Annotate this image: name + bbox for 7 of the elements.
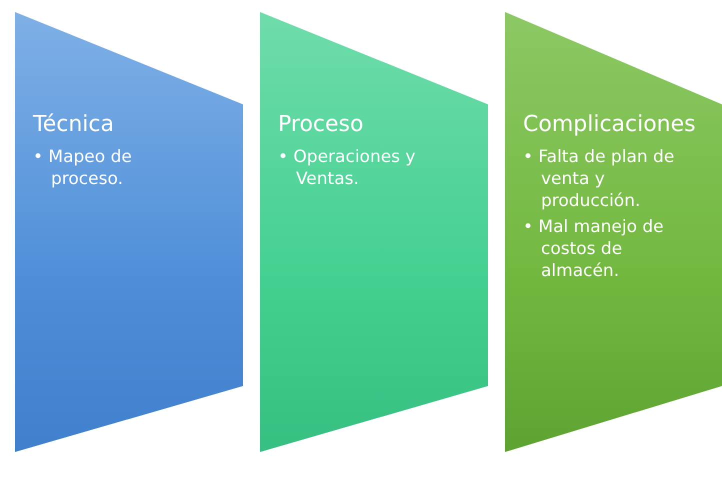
panel-heading: Complicaciones: [523, 111, 697, 139]
bullet-item: • Operaciones y Ventas.: [278, 146, 416, 190]
panel-heading: Técnica: [33, 111, 115, 139]
bullet-item: • Mapeo de proceso.: [33, 146, 133, 190]
bullet-item: • Mal manejo de costos de almacén.: [523, 216, 665, 282]
bullet-item: • Falta de plan de venta y producción.: [523, 146, 676, 212]
panel-heading: Proceso: [278, 111, 364, 139]
